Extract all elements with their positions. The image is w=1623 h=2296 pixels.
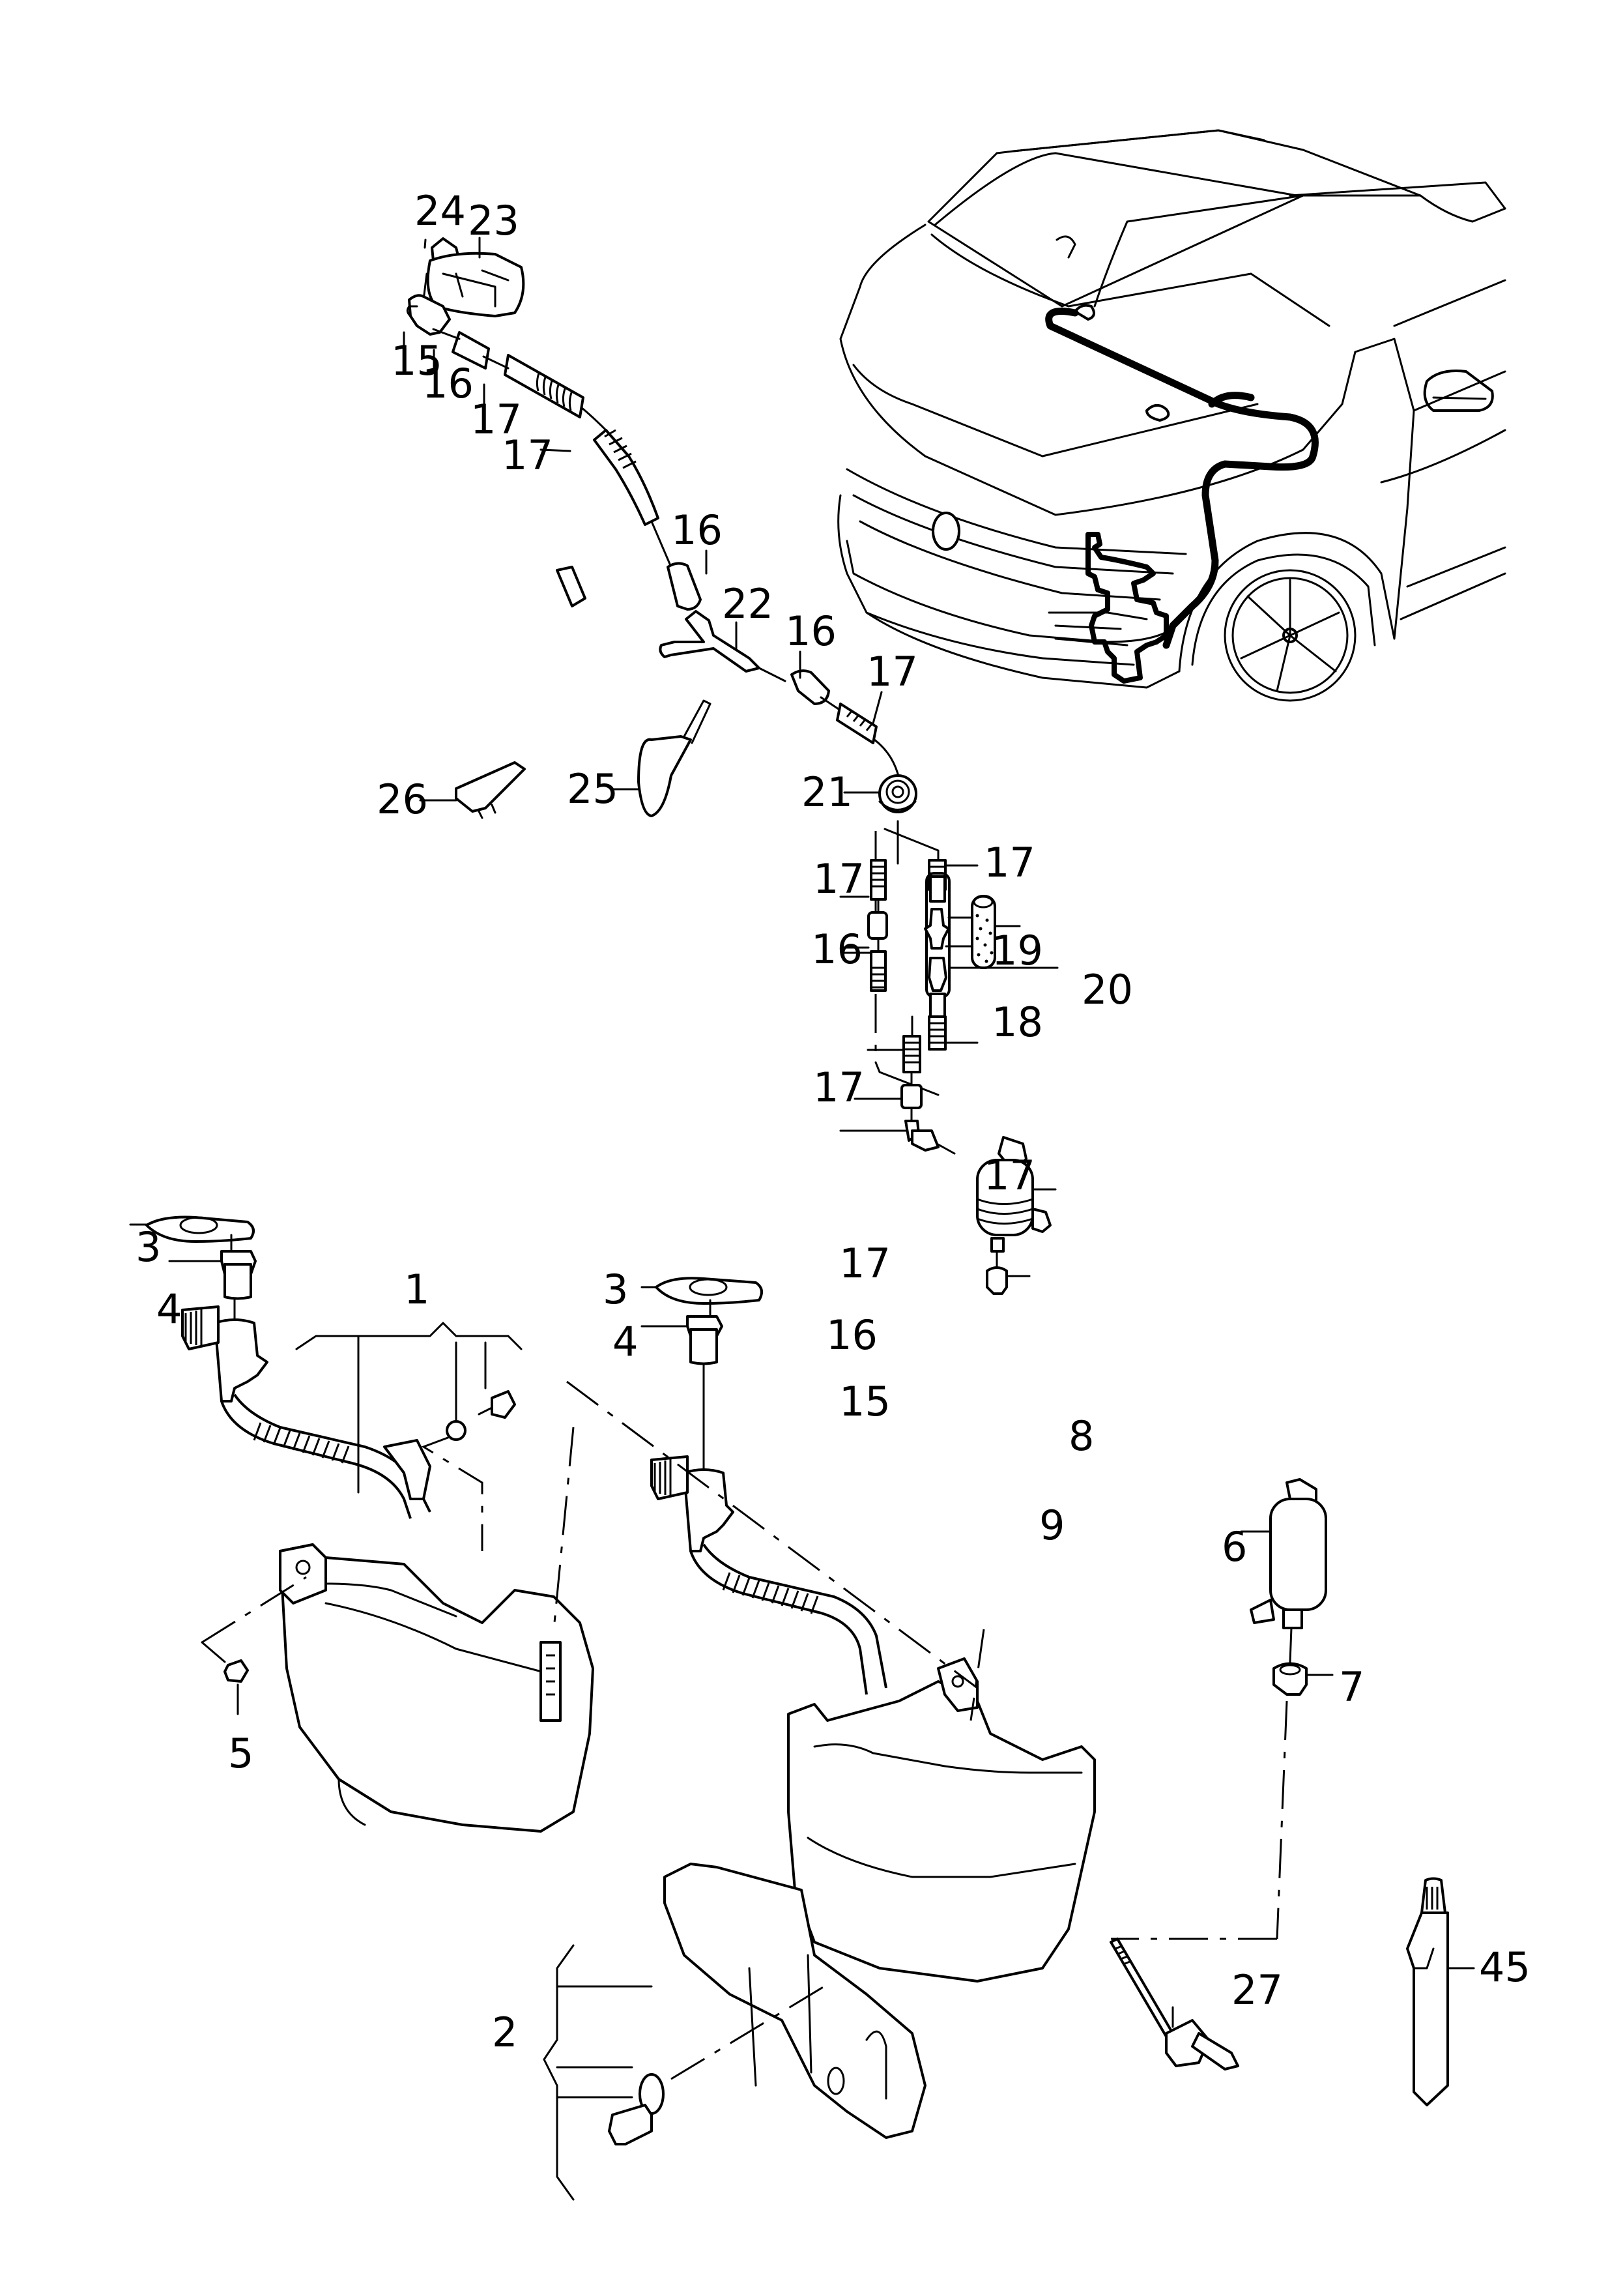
callout-3: 3 bbox=[603, 1266, 628, 1313]
callout-23: 23 bbox=[468, 197, 519, 244]
filler-cap-3-right bbox=[655, 1277, 763, 1305]
callout-24: 24 bbox=[414, 187, 466, 235]
callout-5: 5 bbox=[228, 1730, 253, 1777]
pump-seal-9 bbox=[986, 1266, 1008, 1295]
callout-17: 17 bbox=[984, 839, 1035, 886]
washer-pump-8 bbox=[976, 1159, 1034, 1236]
callout-22: 22 bbox=[722, 580, 773, 628]
callout-18: 18 bbox=[992, 998, 1043, 1046]
cable-tie-holder-27 bbox=[1110, 1938, 1239, 2071]
jet-hose-assembly bbox=[403, 237, 917, 865]
callout-1: 1 bbox=[404, 1266, 429, 1313]
hose-stack bbox=[839, 828, 1059, 1155]
hose-clip-26 bbox=[455, 761, 526, 813]
pump-seal-7 bbox=[1272, 1662, 1308, 1696]
callout-17: 17 bbox=[984, 1152, 1035, 1199]
callout-16: 16 bbox=[671, 506, 723, 554]
callout-17: 17 bbox=[813, 1064, 865, 1111]
washer-fluid-bottle-45 bbox=[1406, 1877, 1475, 2106]
callout-8: 8 bbox=[1069, 1412, 1094, 1460]
callout-17: 17 bbox=[502, 431, 553, 479]
callout-17: 17 bbox=[867, 648, 918, 695]
callout-16: 16 bbox=[785, 607, 837, 655]
callout-45: 45 bbox=[1479, 1943, 1530, 1991]
callout-16: 16 bbox=[826, 1311, 878, 1359]
callout-21: 21 bbox=[801, 768, 853, 816]
callout-3: 3 bbox=[136, 1223, 161, 1271]
callout-20: 20 bbox=[1082, 966, 1133, 1013]
reservoir-body-2 bbox=[787, 1680, 1096, 1983]
washer-pump-6 bbox=[1269, 1498, 1327, 1611]
cable-tie-25 bbox=[637, 735, 692, 817]
washer-pump-8-group bbox=[976, 1136, 1057, 1295]
washer-reservoir-2 bbox=[543, 1277, 1096, 2201]
callout-16: 16 bbox=[422, 360, 474, 407]
callout-4: 4 bbox=[612, 1318, 638, 1365]
nut-5 bbox=[223, 1659, 249, 1683]
callout-25: 25 bbox=[567, 765, 618, 813]
callout-19: 19 bbox=[992, 927, 1043, 974]
vehicle-location-illustration bbox=[837, 129, 1506, 702]
callout-17: 17 bbox=[470, 396, 522, 443]
callout-27: 27 bbox=[1231, 1966, 1283, 2014]
callout-17: 17 bbox=[813, 855, 865, 903]
level-sensor bbox=[608, 2104, 653, 2145]
callout-2: 2 bbox=[492, 2009, 517, 2056]
callout-labels: 24 23 15 16 17 17 16 22 16 17 26 25 21 1… bbox=[136, 187, 1530, 2056]
callout-9: 9 bbox=[1039, 1502, 1065, 1549]
filler-cap-3-left bbox=[145, 1215, 255, 1243]
washer-pump-6-group bbox=[1111, 1478, 1334, 1940]
washer-reservoir-1 bbox=[129, 1215, 594, 1833]
callout-4: 4 bbox=[156, 1285, 182, 1333]
callout-16: 16 bbox=[811, 925, 863, 973]
callout-17: 17 bbox=[839, 1240, 891, 1287]
callout-15: 15 bbox=[839, 1378, 891, 1425]
callout-15: 15 bbox=[391, 337, 442, 385]
callout-26: 26 bbox=[377, 776, 428, 823]
callout-7: 7 bbox=[1339, 1663, 1364, 1711]
y-connector-22 bbox=[659, 610, 760, 673]
callout-6: 6 bbox=[1222, 1523, 1247, 1571]
